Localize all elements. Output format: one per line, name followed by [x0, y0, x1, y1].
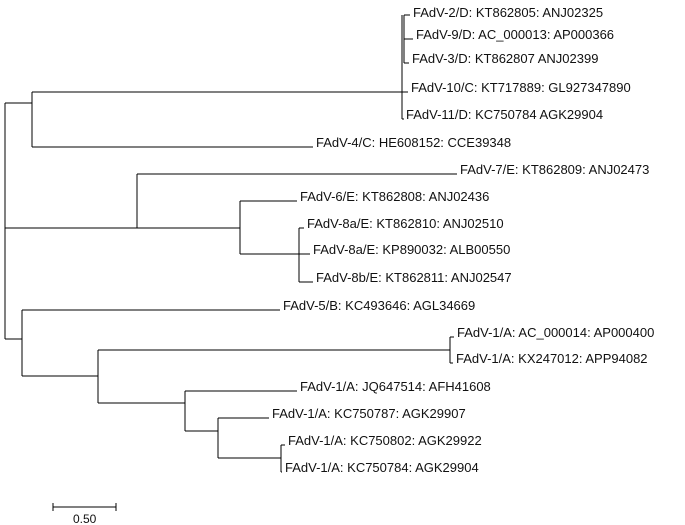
leaf-label-fadv-3-d: FAdV-3/D: KT862807 ANJ02399: [412, 51, 598, 66]
leaf-label-fadv-8a-e-2: FAdV-8a/E: KP890032: ALB00550: [313, 242, 510, 257]
leaf-label-fadv-1-a-6: FAdV-1/A: KC750784: AGK29904: [285, 460, 479, 475]
leaf-label-fadv-1-a-2: FAdV-1/A: KX247012: APP94082: [456, 351, 648, 366]
leaf-label-fadv-6-e: FAdV-6/E: KT862808: ANJ02436: [300, 189, 489, 204]
scale-bar-label: 0.50: [73, 512, 97, 525]
leaf-labels: FAdV-2/D: KT862805: ANJ02325 FAdV-9/D: A…: [272, 5, 654, 475]
leaf-label-fadv-4-c: FAdV-4/C: HE608152: CCE39348: [316, 135, 511, 150]
leaf-label-fadv-1-a-4: FAdV-1/A: KC750787: AGK29907: [272, 406, 466, 421]
leaf-label-fadv-1-a-3: FAdV-1/A: JQ647514: AFH41608: [300, 379, 491, 394]
leaf-label-fadv-7-e: FAdV-7/E: KT862809: ANJ02473: [460, 162, 649, 177]
scale-bar: 0.50: [52, 503, 117, 525]
leaf-label-fadv-5-b: FAdV-5/B: KC493646: AGL34669: [283, 298, 475, 313]
leaf-label-fadv-8a-e-1: FAdV-8a/E: KT862810: ANJ02510: [307, 216, 504, 231]
leaf-label-fadv-1-a-1: FAdV-1/A: AC_000014: AP000400: [457, 325, 654, 340]
tree-branches: [4, 14, 457, 473]
leaf-label-fadv-2-d: FAdV-2/D: KT862805: ANJ02325: [413, 5, 603, 20]
leaf-label-fadv-11-d: FAdV-11/D: KC750784 AGK29904: [406, 107, 603, 122]
leaf-label-fadv-9-d: FAdV-9/D: AC_000013: AP000366: [416, 27, 614, 42]
leaf-label-fadv-10-c: FAdV-10/C: KT717889: GL927347890: [411, 80, 631, 95]
leaf-label-fadv-1-a-5: FAdV-1/A: KC750802: AGK29922: [288, 433, 482, 448]
leaf-label-fadv-8b-e: FAdV-8b/E: KT862811: ANJ02547: [316, 270, 512, 285]
